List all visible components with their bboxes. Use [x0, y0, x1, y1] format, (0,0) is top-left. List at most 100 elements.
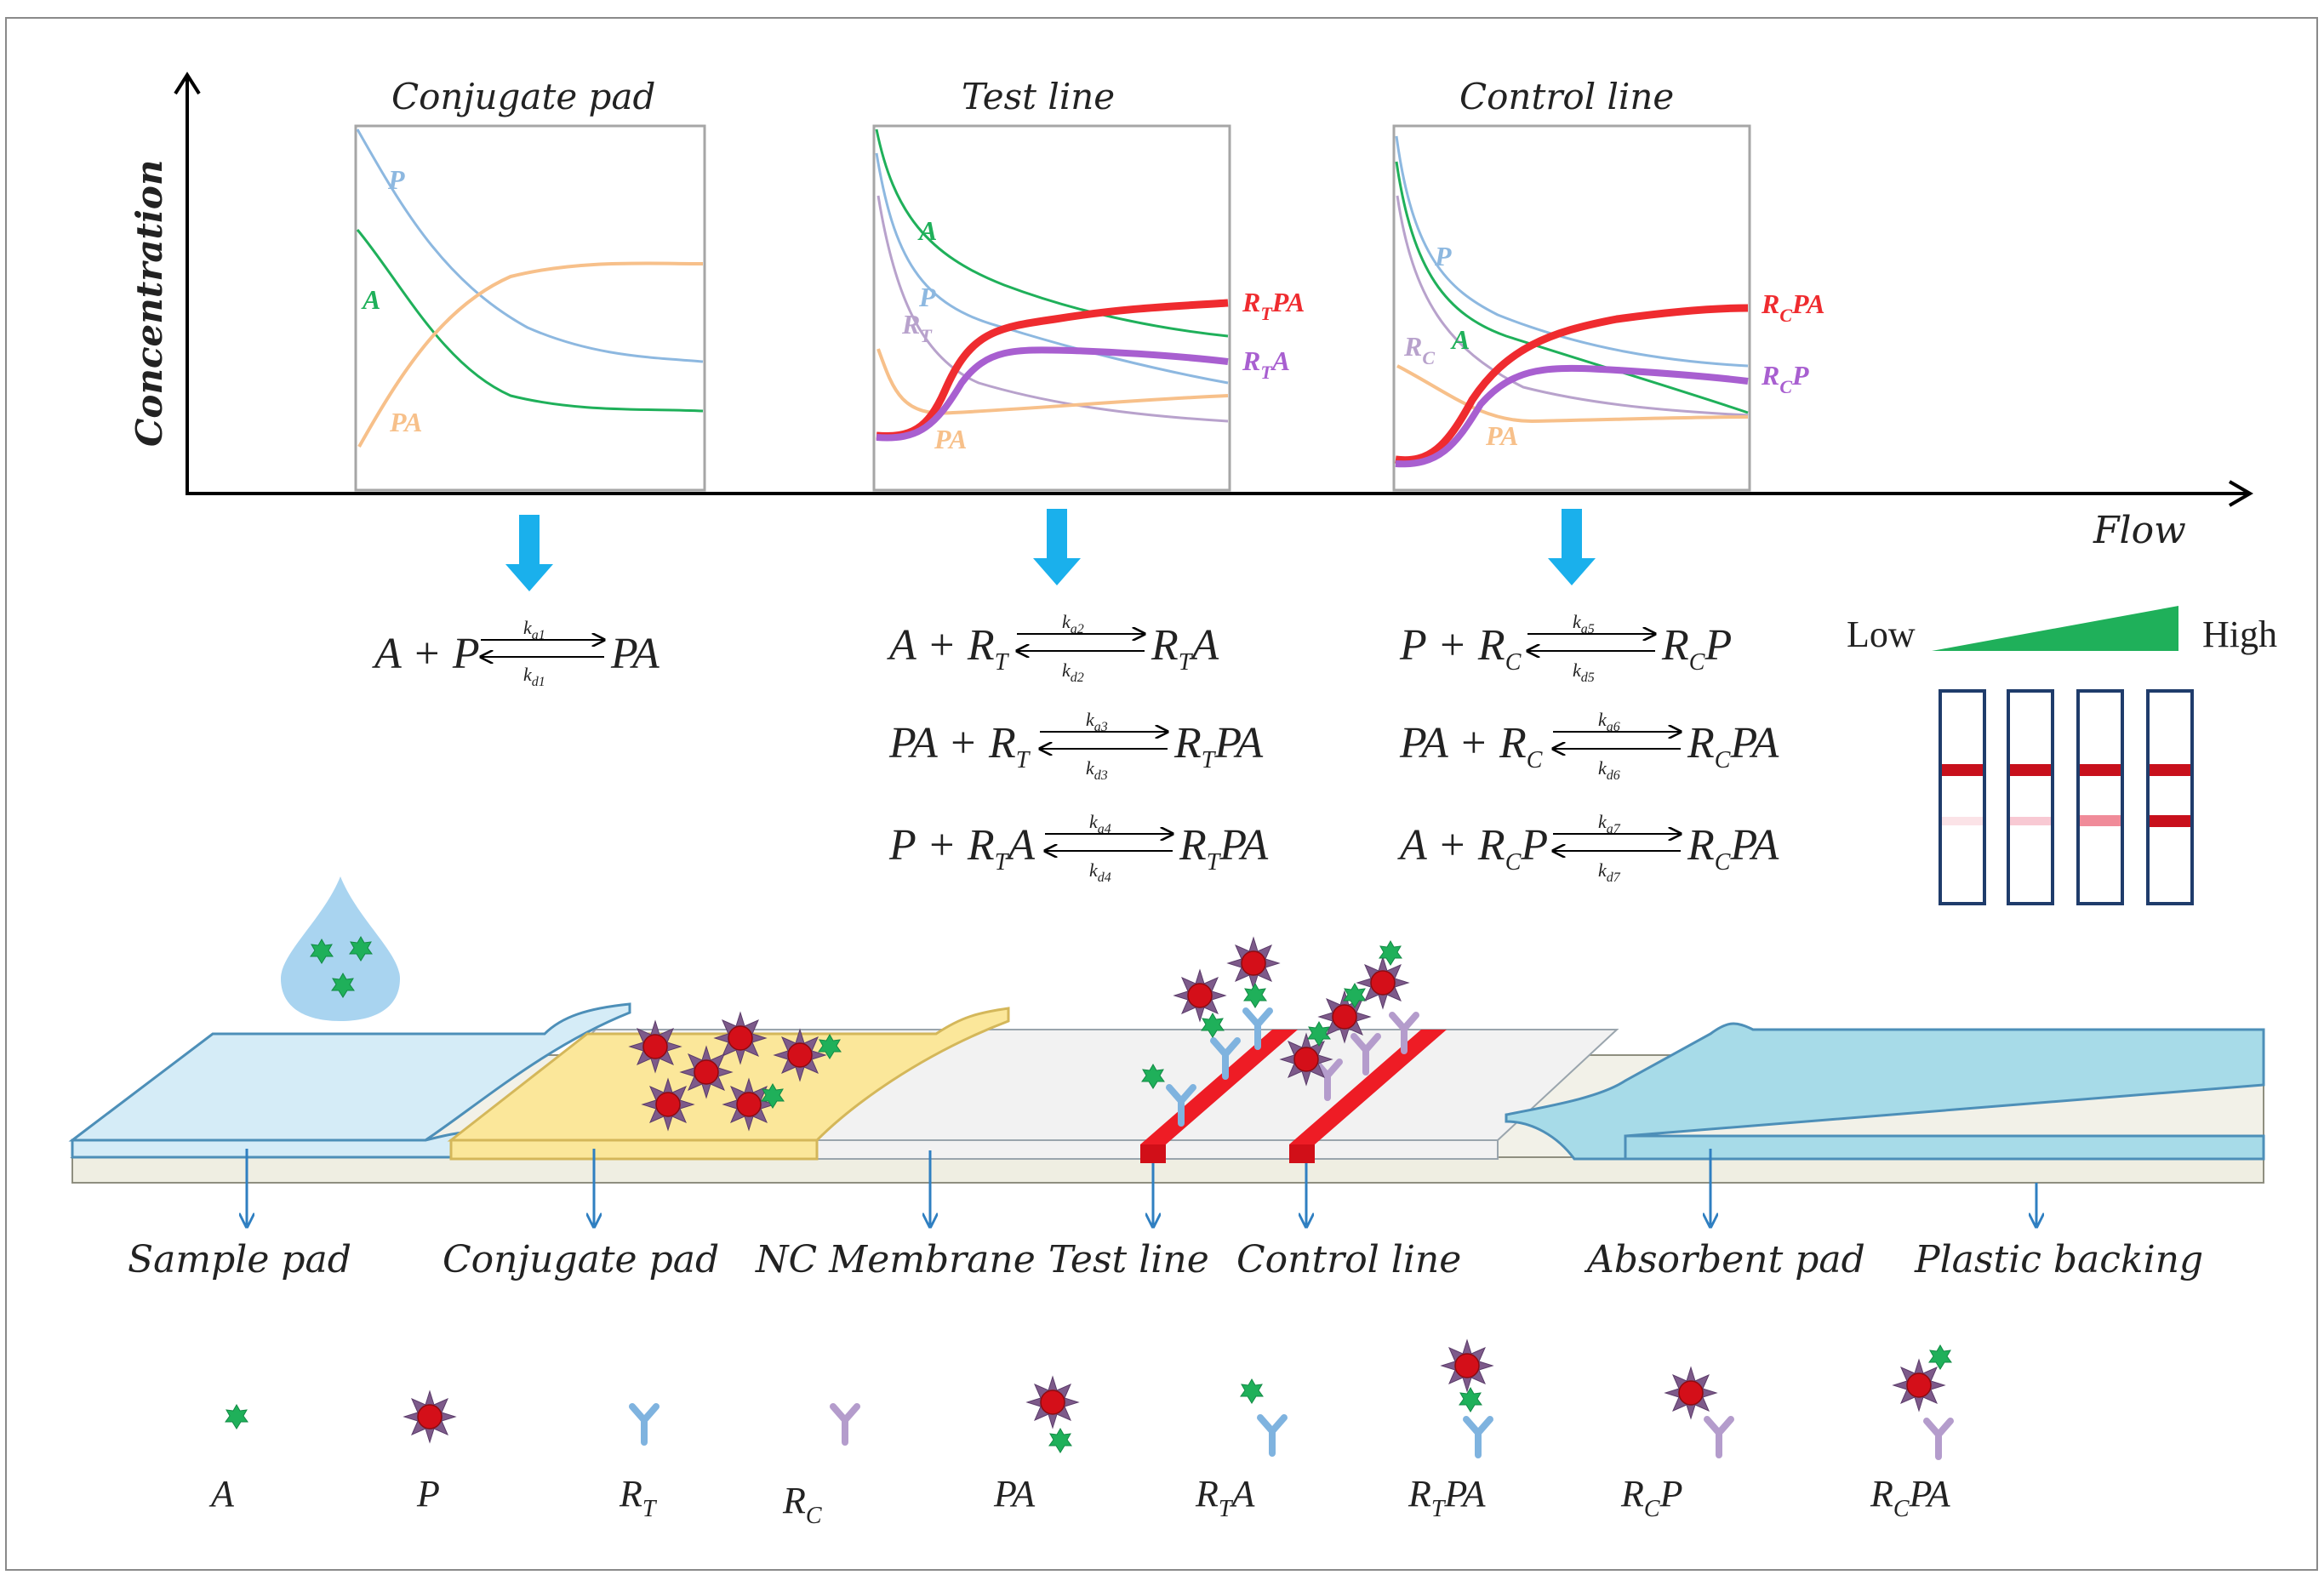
legend-item-RCPA: RCPA	[1870, 1344, 1952, 1522]
x-axis-label: Flow	[2093, 509, 2186, 552]
curve-label-P-test: P	[918, 282, 936, 312]
rate-reverse: kd3	[1086, 757, 1108, 783]
panel-test-line: Test line A P RT PA RTPA RTA	[872, 76, 1305, 492]
panel-title-conjugate: Conjugate pad	[391, 76, 655, 117]
strip-pointer-arrows	[247, 1149, 2036, 1225]
particle-icon	[1280, 1033, 1333, 1086]
legend-label: RC	[782, 1480, 822, 1529]
curve-label-RT-test: RT	[901, 309, 933, 346]
result-strip-3	[2076, 689, 2124, 905]
antibody-C-icon	[1927, 1421, 1950, 1457]
equation-test-3: P + RTA ka4 kd4 RTPA	[888, 811, 1268, 885]
antigen-icon	[1243, 983, 1267, 1008]
equation-conjugate: A + P ka1 kd1 PA	[372, 617, 660, 689]
eq-right: RTPA	[1179, 821, 1268, 876]
rate-reverse: kd4	[1089, 859, 1111, 885]
antigen-icon	[1459, 1387, 1482, 1412]
curve-PA-conjugate	[357, 261, 704, 448]
legend-label: RCP	[1620, 1473, 1682, 1522]
rate-forward: ka5	[1573, 611, 1595, 636]
label-sample-pad: Sample pad	[128, 1238, 351, 1281]
legend-item-P: P	[403, 1390, 456, 1515]
antibody-T-icon	[1260, 1418, 1284, 1453]
curve-RCPA-control	[1395, 304, 1749, 465]
test-line-edge	[1140, 1144, 1166, 1163]
eq-right: RCP	[1661, 621, 1732, 676]
eq-left: A + RT	[887, 621, 1010, 676]
rate-forward: ka3	[1086, 709, 1108, 734]
eq-right: PA	[610, 630, 660, 678]
antigen-icon	[1928, 1344, 1952, 1370]
curve-label-RC-control: RC	[1403, 331, 1435, 368]
label-absorbent-pad: Absorbent pad	[1584, 1238, 1865, 1281]
eq-right: RTA	[1151, 621, 1219, 676]
antibody-C-icon	[1707, 1419, 1731, 1455]
equations-control: P + RC ka5 kd5 RCP PA + RC ka6 kd6 RCPA …	[1397, 611, 1779, 885]
curve-A-test	[875, 128, 1229, 338]
label-test-line: Test line	[1048, 1238, 1209, 1281]
curve-label-RTPA: RTPA	[1242, 287, 1305, 324]
intensity-scale: Low High	[1847, 606, 2277, 905]
species-legend: A P RT RC PA RTA RTPA	[208, 1339, 1952, 1529]
antigen-icon	[1240, 1378, 1264, 1404]
x-axis-arrowhead	[2228, 480, 2253, 507]
particle-icon	[629, 1020, 682, 1073]
curve-label-A: A	[361, 284, 380, 315]
label-control-line: Control line	[1236, 1238, 1461, 1281]
legend-label: RTA	[1195, 1473, 1255, 1522]
particle-icon	[1026, 1376, 1079, 1429]
antibody-C-icon	[833, 1407, 857, 1442]
curve-label-PA-control: PA	[1485, 420, 1519, 451]
curve-A-control	[1395, 161, 1749, 414]
eq-left: P + RC	[1399, 621, 1522, 676]
particle-icon	[1227, 937, 1280, 990]
legend-label: P	[416, 1473, 440, 1515]
result-strip-1	[1939, 689, 1986, 905]
figure-frame	[5, 17, 2318, 1571]
legend-item-RTA: RTA	[1195, 1378, 1284, 1522]
eq-left: A + P	[372, 630, 480, 678]
y-axis-label: Concentration	[128, 160, 170, 447]
curve-PA-control	[1396, 364, 1749, 424]
curve-PA-test	[876, 348, 1229, 415]
down-arrow-icon-conjugate	[505, 515, 553, 591]
plastic-backing	[71, 1156, 2264, 1184]
particle-icon	[1893, 1359, 1945, 1412]
equation-control-3: A + RCP ka7 kd7 RCPA	[1397, 811, 1779, 885]
eq-right: RCPA	[1687, 719, 1779, 773]
eq-left: PA + RC	[1399, 719, 1543, 773]
particle-icon	[1173, 969, 1226, 1022]
antigen-icon	[225, 1404, 248, 1429]
curve-RTPA-test	[876, 299, 1229, 440]
lateral-flow-strip	[68, 1002, 2265, 1184]
curve-label-P-control: P	[1434, 241, 1452, 271]
curve-label-P: P	[387, 164, 405, 195]
curve-label-PA: PA	[389, 407, 423, 437]
legend-label: RCPA	[1870, 1473, 1951, 1522]
particle-icon	[680, 1046, 733, 1099]
curve-RT-test	[876, 195, 1229, 423]
legend-item-RTPA: RTPA	[1408, 1339, 1493, 1522]
equation-control-1: P + RC ka5 kd5 RCP	[1399, 611, 1732, 685]
particle-icon	[642, 1078, 694, 1131]
legend-item-RT: RT	[619, 1407, 658, 1522]
sample-pad	[68, 1002, 631, 1142]
rate-reverse: kd5	[1573, 659, 1595, 685]
control-line-edge	[1289, 1144, 1315, 1163]
antibody-T-icon	[632, 1407, 656, 1442]
curve-RTA-test	[876, 346, 1229, 442]
label-nc-membrane: NC Membrane	[755, 1238, 1036, 1281]
particle-icon	[1664, 1367, 1717, 1419]
curve-RC-control	[1396, 195, 1749, 417]
eq-left: P + RTA	[888, 821, 1035, 876]
curve-RCP-control	[1395, 364, 1749, 468]
rate-forward: ka6	[1598, 709, 1620, 734]
conjugate-pad-edge	[449, 1138, 819, 1161]
curve-label-RCP: RCP	[1761, 360, 1809, 397]
absorbent-pad	[1505, 1022, 2265, 1161]
droplet-icon	[281, 876, 400, 1021]
result-strip-2	[2007, 689, 2054, 905]
equations-test: A + RT ka2 kd2 RTA PA + RT ka3 kd3 RTPA …	[887, 611, 1268, 885]
legend-label: RTPA	[1408, 1473, 1487, 1522]
intensity-wedge	[1932, 606, 2178, 651]
